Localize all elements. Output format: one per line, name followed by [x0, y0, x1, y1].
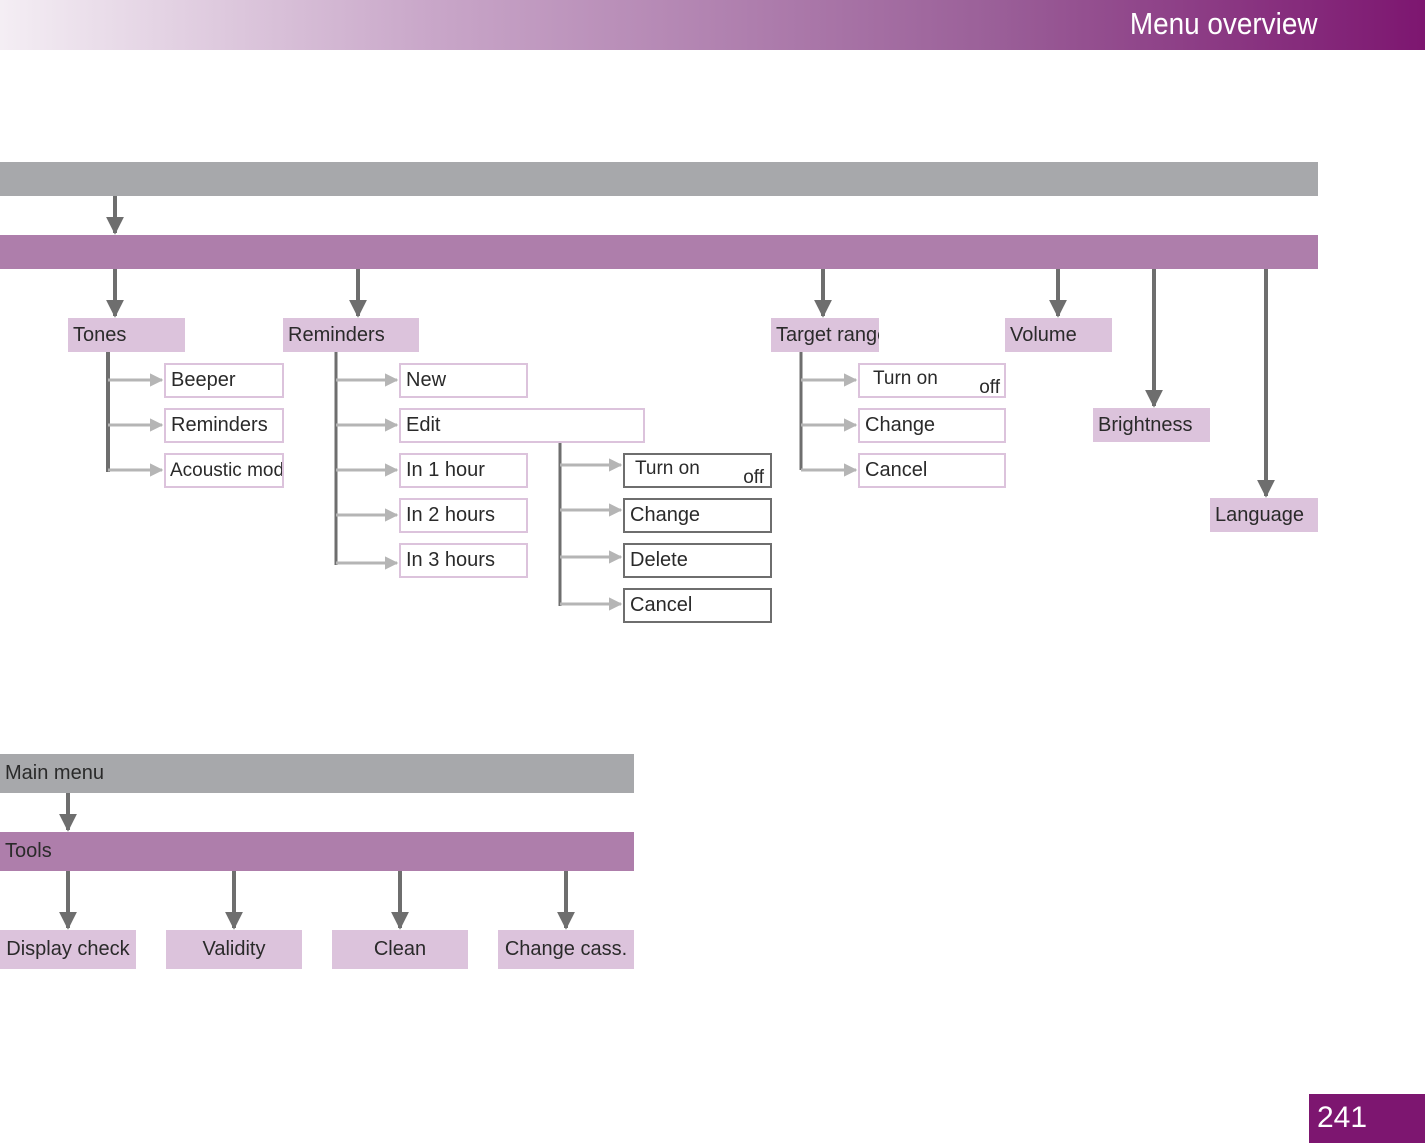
header-band [0, 0, 1425, 50]
validity-node: Validity [166, 930, 302, 969]
change-cass-node: Change cass. [498, 930, 634, 969]
edit-toggle-on-label: Turn on [635, 458, 700, 479]
settings-top-bar [0, 162, 1318, 196]
target-range-toggle-node: Turn on off [858, 363, 1006, 398]
acoustic-mode-node: Acoustic mode [164, 453, 284, 488]
edit-cancel-node: Cancel [623, 588, 772, 623]
target-range-cancel-node: Cancel [858, 453, 1006, 488]
settings-sub-bar [0, 235, 1318, 269]
edit-node: Edit [399, 408, 645, 443]
page-title: Menu overview [1129, 6, 1317, 41]
tools-bar: Tools [0, 832, 634, 871]
reminders-node: Reminders [283, 318, 419, 352]
volume-node: Volume [1005, 318, 1112, 352]
beeper-node: Beeper [164, 363, 284, 398]
page-number: 241 [1317, 1101, 1368, 1134]
tones-node: Tones [68, 318, 185, 352]
edit-toggle-off-label: off [743, 467, 764, 488]
display-check-node: Display check [0, 930, 136, 969]
new-node: New [399, 363, 528, 398]
page-number-box: 241 [1309, 1094, 1425, 1143]
main-menu-bar: Main menu [0, 754, 634, 793]
in-3-hours-node: In 3 hours [399, 543, 528, 578]
in-2-hours-node: In 2 hours [399, 498, 528, 533]
edit-change-node: Change [623, 498, 772, 533]
target-range-toggle-on-label: Turn on [873, 368, 938, 389]
tools-label: Tools [5, 840, 52, 862]
language-node: Language [1210, 498, 1318, 532]
target-range-toggle-off-label: off [979, 377, 1000, 398]
tones-reminders-node: Reminders [164, 408, 284, 443]
edit-toggle-node: Turn on off [623, 453, 772, 488]
main-menu-label: Main menu [5, 762, 104, 784]
target-range-node: Target range [771, 318, 879, 352]
edit-delete-node: Delete [623, 543, 772, 578]
clean-node: Clean [332, 930, 468, 969]
target-range-change-node: Change [858, 408, 1006, 443]
in-1-hour-node: In 1 hour [399, 453, 528, 488]
brightness-node: Brightness [1093, 408, 1210, 442]
